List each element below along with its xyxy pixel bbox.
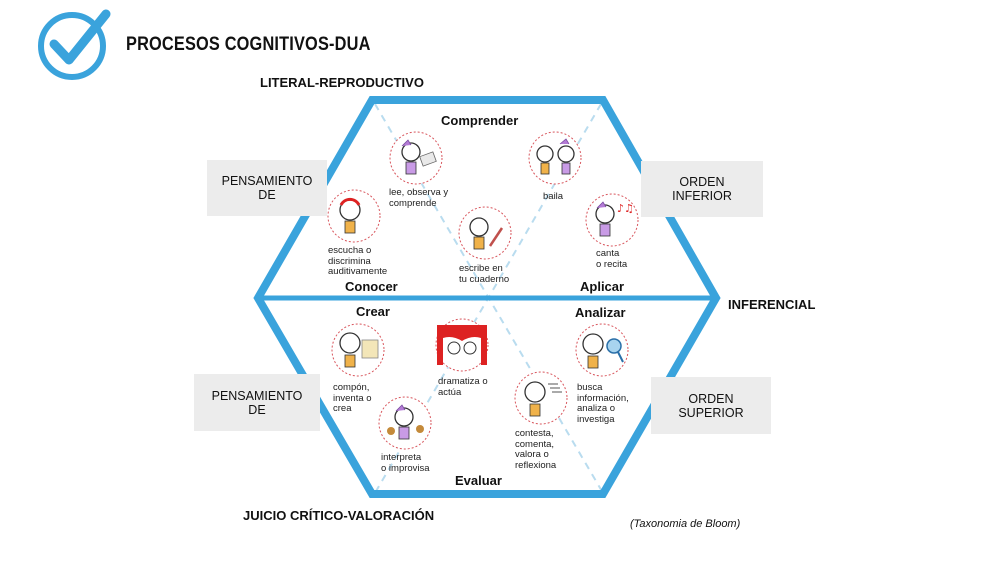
caption-baila: baila (543, 191, 564, 202)
activity-circle-dramatiza (435, 318, 489, 372)
check-circle-icon (38, 9, 111, 80)
label-literal-reproductivo: LITERAL-REPRODUCTIVO (260, 75, 424, 90)
category-conocer: Conocer (345, 279, 398, 294)
activity-circle-lee (389, 131, 443, 185)
category-crear: Crear (356, 304, 390, 319)
activity-circle-interpreta (378, 396, 432, 450)
credit-taxonomia: (Taxonomia de Bloom) (630, 518, 741, 530)
activity-circle-canta: ♪♫ (585, 193, 639, 247)
category-aplicar: Aplicar (580, 279, 625, 294)
activity-circle-compon (331, 323, 385, 377)
category-comprender: Comprender (441, 113, 519, 128)
page-title: PROCESOS COGNITIVOS-DUA (126, 34, 371, 55)
label-juicio-critico: JUICIO CRÍTICO-VALORACIÓN (243, 508, 435, 523)
activity-circle-busca (575, 323, 629, 377)
category-evaluar: Evaluar (455, 473, 502, 488)
activity-circle-escucha (327, 189, 381, 243)
label-inferencial: INFERENCIAL (728, 297, 816, 312)
svg-text:♪♫: ♪♫ (617, 202, 634, 215)
category-analizar: Analizar (575, 305, 626, 320)
activity-circle-contesta (514, 371, 568, 425)
activity-circle-escribe (458, 206, 512, 260)
activity-circle-baila (528, 131, 582, 185)
